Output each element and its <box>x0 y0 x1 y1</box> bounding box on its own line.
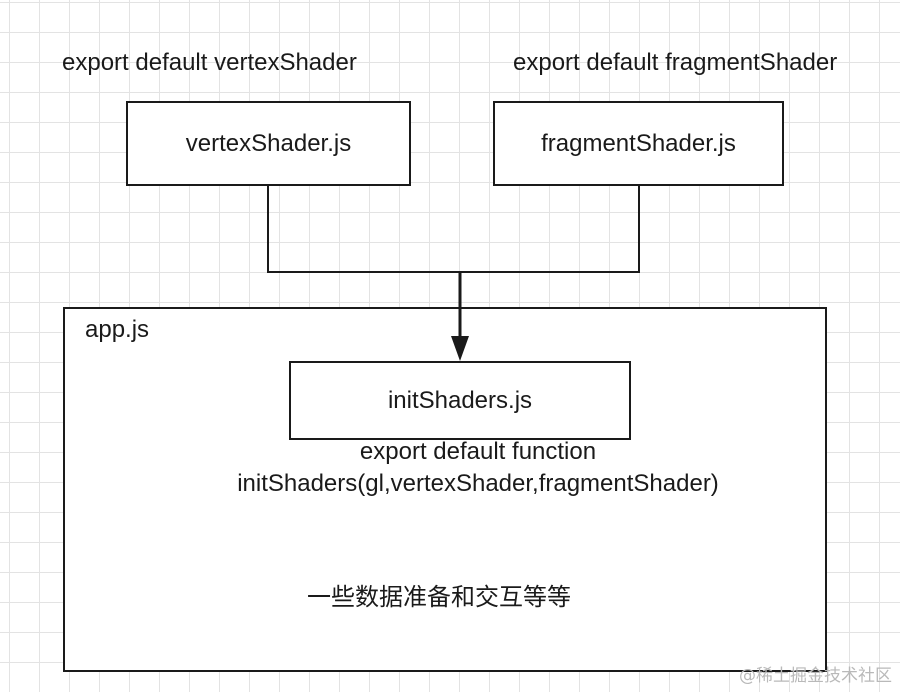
merge-connector <box>267 186 640 273</box>
app-frame-title: app.js <box>85 316 150 343</box>
init-shaders-box: initShaders.js <box>289 361 631 440</box>
vertex-shader-caption: export default vertexShader <box>62 49 357 76</box>
export-line-2: initShaders(gl,vertexShader,fragmentShad… <box>237 470 719 497</box>
app-note: 一些数据准备和交互等等 <box>307 584 571 611</box>
vertex-shader-box-label: vertexShader.js <box>185 129 352 157</box>
vertex-shader-box: vertexShader.js <box>126 101 411 186</box>
arrow-head <box>451 336 469 361</box>
watermark: @稀土掘金技术社区 <box>739 666 892 686</box>
init-shaders-box-label: initShaders.js <box>387 386 533 414</box>
fragment-shader-box: fragmentShader.js <box>493 101 784 186</box>
fragment-shader-box-label: fragmentShader.js <box>541 129 736 157</box>
init-shaders-export-text: export default function initShaders(gl,v… <box>178 436 778 500</box>
export-line-1: export default function <box>359 438 597 465</box>
fragment-shader-caption: export default fragmentShader <box>513 49 838 76</box>
